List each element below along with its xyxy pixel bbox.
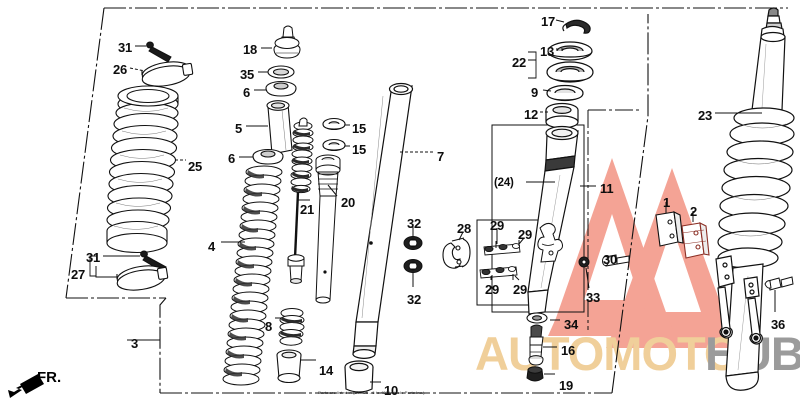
part-13-oil-seal <box>547 41 593 61</box>
part-15-washer-upper <box>322 117 346 131</box>
part-25-dust-boot <box>106 85 179 254</box>
part-callout-35: 35 <box>240 67 255 82</box>
part-callout-28: 28 <box>457 221 472 236</box>
part-17-snap-ring <box>562 19 591 34</box>
part-23-shock-absorber <box>715 7 795 391</box>
part-callout-31: 31 <box>86 250 101 265</box>
part-14-rubber-stopper <box>276 349 302 384</box>
part-10-end-cap <box>344 360 374 393</box>
part-callout-29: 29 <box>513 282 528 297</box>
part-callout-32: 32 <box>407 216 422 231</box>
part-16-axle-bolt <box>528 324 544 366</box>
group-boundary-secondary <box>587 109 640 330</box>
part-callout-27: 27 <box>71 267 86 282</box>
part-6-spring-seat-lower <box>252 148 284 165</box>
part-callout-20: 20 <box>341 195 356 210</box>
part-28-cable-guide <box>442 237 471 269</box>
part-20-piston-rod <box>315 154 341 304</box>
part-33-nut <box>578 256 590 268</box>
part-32-bushing-lower <box>403 259 423 273</box>
part-25-shading <box>113 107 169 230</box>
part-callout-9: 9 <box>531 85 539 100</box>
part-21-damper-rod <box>287 117 314 284</box>
part-callout-33: 33 <box>586 290 601 305</box>
footer-note: Parts are listed in (24 - 25 - 6 to 481 … <box>318 390 425 395</box>
part-12-guide-bushing <box>545 102 579 129</box>
part-callout-17: 17 <box>541 14 556 29</box>
watermark-primary-text: AUTOMOTO <box>475 327 739 380</box>
part-callout-1: 1 <box>663 195 671 210</box>
bracket-22 <box>528 51 537 79</box>
part-callout-4: 4 <box>208 239 216 254</box>
part-35-oring <box>267 65 295 79</box>
part-callout-15: 15 <box>352 142 367 157</box>
part-8-bump-stop <box>278 308 305 346</box>
part-callout-6: 6 <box>243 85 251 100</box>
part-22-seal-set <box>546 61 594 83</box>
part-4-fork-spring <box>222 165 283 386</box>
part-callout-2: 2 <box>690 204 698 219</box>
part-9-backup-ring <box>546 84 584 102</box>
part-callout-36: 36 <box>771 317 786 332</box>
part-29-shim-set-lower <box>479 266 518 281</box>
part-callout-12: 12 <box>524 107 539 122</box>
part-callout-7: 7 <box>437 149 445 164</box>
part-callout-16: 16 <box>561 343 576 358</box>
part-18-top-bolt <box>273 25 301 59</box>
part-callout-34: 34 <box>564 317 579 332</box>
leader-lines <box>95 19 776 383</box>
part-19-lock-nut <box>526 366 544 382</box>
part-caliper-mount <box>537 222 563 263</box>
part-2-brake-pad <box>681 222 710 259</box>
part-27-band-clamp <box>116 265 169 291</box>
part-5-spring-collar <box>266 100 293 155</box>
part-callout-19: 19 <box>559 378 574 393</box>
part-callout-14: 14 <box>319 363 334 378</box>
part-callout-31: 31 <box>118 40 133 55</box>
part-callout-22: 22 <box>512 55 527 70</box>
part-callout-3: 3 <box>131 336 139 351</box>
part-callout-5: 5 <box>235 121 243 136</box>
part-30-bolt <box>602 254 630 267</box>
part-6-spring-seat-upper <box>265 80 297 97</box>
part-29-shim-set-upper <box>483 240 521 256</box>
part-callout-29: 29 <box>490 218 505 233</box>
part-callout-18: 18 <box>243 42 258 57</box>
part-callout-15: 15 <box>352 121 367 136</box>
part-callout-29: 29 <box>518 227 533 242</box>
part-32-bushing-upper <box>403 236 423 250</box>
part-callout-23: 23 <box>698 108 713 123</box>
bracket-27 <box>89 255 96 277</box>
part-callout-13: 13 <box>540 44 555 59</box>
part-callout-30: 30 <box>603 252 618 267</box>
part-callout-24: (24) <box>494 177 514 189</box>
part-36-bolt <box>764 276 794 291</box>
group-boundary-main <box>65 7 788 394</box>
part-callout-6: 6 <box>228 151 236 166</box>
part-callout-32: 32 <box>407 292 422 307</box>
front-direction-label: FR. <box>37 369 62 386</box>
part-callout-29: 29 <box>485 282 500 297</box>
part-1-brake-pad <box>655 211 684 247</box>
part-callout-21: 21 <box>300 202 315 217</box>
part-callout-10: 10 <box>384 383 399 398</box>
part-callout-25: 25 <box>188 159 203 174</box>
part-15-washer-lower <box>322 138 346 152</box>
part-callout-8: 8 <box>265 319 273 334</box>
part-34-washer <box>526 312 548 324</box>
part-31-bolt-upper <box>146 41 172 63</box>
part-callout-11: 11 <box>600 181 614 196</box>
part-callout-26: 26 <box>113 62 128 77</box>
part-26-band-clamp <box>141 61 194 87</box>
part-7-fork-tube <box>352 82 414 360</box>
